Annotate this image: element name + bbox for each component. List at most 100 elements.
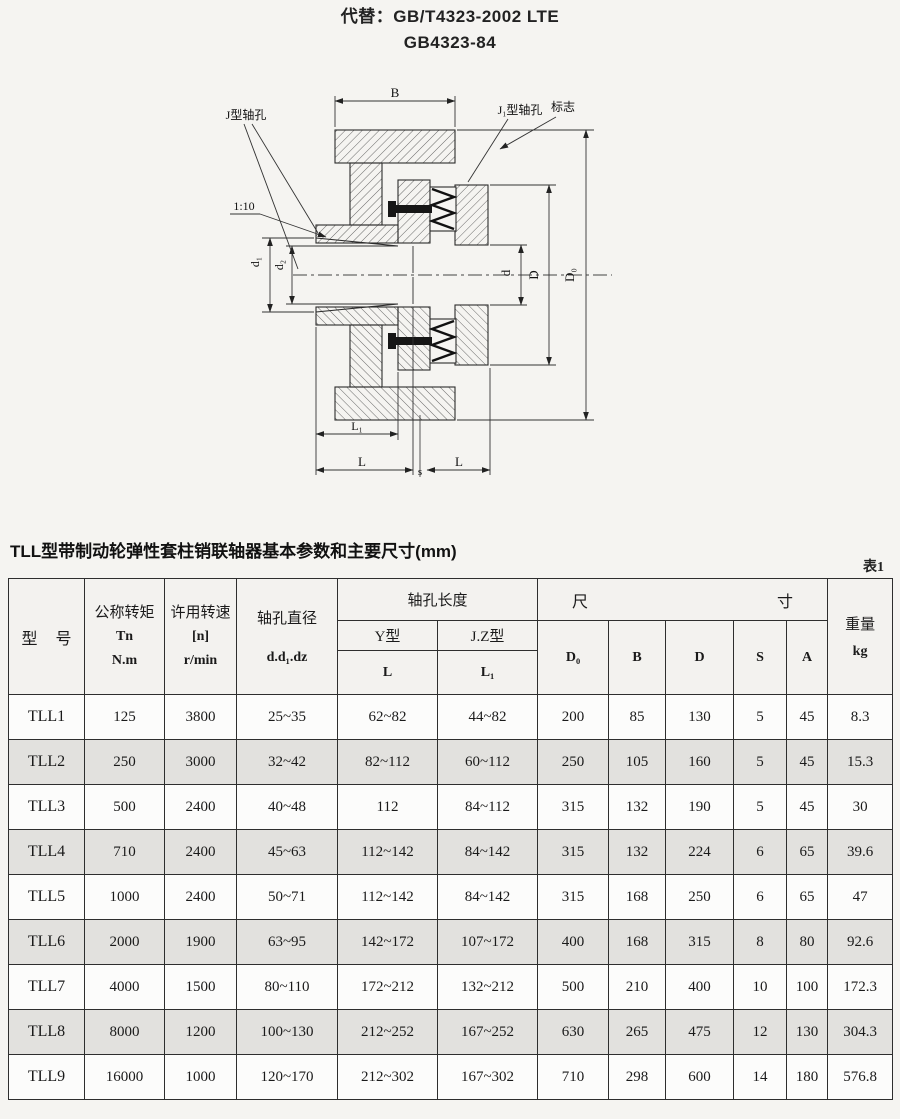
cell-D0: 315 <box>537 784 610 830</box>
speed-symbol: [n] <box>191 628 210 644</box>
cell-tn: 1000 <box>84 874 165 920</box>
replacement-line-2: GB4323-84 <box>403 33 497 52</box>
cell-d: 50~71 <box>236 874 338 920</box>
table-number: 表1 <box>863 560 884 575</box>
cell-D: 160 <box>665 739 735 785</box>
cell-L: 112~142 <box>337 874 438 920</box>
dim-D: D <box>490 184 556 366</box>
cell-tn: 500 <box>84 784 165 830</box>
col-header-L1: L₁ <box>436 650 539 695</box>
cell-S: 12 <box>733 1009 788 1055</box>
cell-d: 63~95 <box>236 919 338 965</box>
model-header-label: 型 号 <box>21 630 72 648</box>
cell-D: 400 <box>665 964 735 1010</box>
cell-model: TLL7 <box>8 964 85 1010</box>
leader-j1-bore: J₁型轴孔 <box>467 102 542 183</box>
cell-L: 142~172 <box>337 919 438 965</box>
spec-table: 型 号 公称转矩 Tn N.m 许用转速 [n] r/min 轴孔直径 d.d₁… <box>8 578 894 1100</box>
cell-kg: 576.8 <box>827 1054 894 1100</box>
cell-B: 132 <box>608 784 667 830</box>
cell-D: 224 <box>665 829 735 875</box>
cell-B: 105 <box>608 739 667 785</box>
cell-A: 130 <box>786 1009 829 1055</box>
cell-n: 1200 <box>164 1009 237 1055</box>
cell-A: 45 <box>786 694 829 740</box>
col-header-torque: 公称转矩 Tn N.m <box>84 578 165 695</box>
torque-unit: N.m <box>111 652 138 668</box>
cell-L: 112 <box>337 784 438 830</box>
cell-D0: 630 <box>537 1009 610 1055</box>
col-header-bore-length: 轴孔长度 <box>336 578 539 621</box>
cell-tn: 125 <box>84 694 165 740</box>
cell-d: 100~130 <box>236 1009 338 1055</box>
cell-A: 65 <box>786 874 829 920</box>
cell-A: 65 <box>786 829 829 875</box>
cell-kg: 92.6 <box>827 919 894 965</box>
cell-n: 3800 <box>164 694 237 740</box>
cell-B: 85 <box>608 694 667 740</box>
cell-D: 475 <box>665 1009 735 1055</box>
col-header-L: L <box>337 650 438 695</box>
cell-S: 6 <box>733 874 788 920</box>
cell-D: 600 <box>665 1054 735 1100</box>
col-header-dimensions: 尺 寸 <box>537 578 829 621</box>
cell-S: 5 <box>733 784 788 830</box>
cell-tn: 16000 <box>84 1054 165 1100</box>
cell-D: 250 <box>665 874 735 920</box>
cell-S: 10 <box>733 964 788 1010</box>
part-geometry <box>314 129 490 422</box>
label-taper: 1:10 <box>233 199 254 213</box>
cell-A: 45 <box>786 739 829 785</box>
cell-D0: 315 <box>537 829 610 875</box>
cell-kg: 30 <box>827 784 894 830</box>
label-d2: d₂ <box>272 260 286 270</box>
cell-L1: 167~252 <box>436 1009 539 1055</box>
cell-L: 172~212 <box>337 964 438 1010</box>
cell-n: 1900 <box>164 919 237 965</box>
cell-L: 212~302 <box>337 1054 438 1100</box>
cell-tn: 4000 <box>84 964 165 1010</box>
col-header-D0: D₀ <box>537 620 610 695</box>
weight-unit: kg <box>852 644 868 659</box>
cell-S: 6 <box>733 829 788 875</box>
leader-j-bore: J型轴孔 <box>226 107 319 270</box>
cell-D0: 400 <box>537 919 610 965</box>
header-row-1: 型 号 公称转矩 Tn N.m 许用转速 [n] r/min 轴孔直径 d.d₁… <box>8 578 894 695</box>
cell-model: TLL9 <box>8 1054 85 1100</box>
label-L-left: L <box>358 454 366 469</box>
dim-D0: D₀ <box>457 129 594 421</box>
cell-d: 120~170 <box>236 1054 338 1100</box>
label-j-bore: J型轴孔 <box>226 107 267 122</box>
cell-d: 32~42 <box>236 739 338 785</box>
dimensions-header-label: 尺 寸 <box>572 593 794 611</box>
cell-L1: 167~302 <box>436 1054 539 1100</box>
replacement-line-1: 代替：GB/T4323-2002 LTE <box>340 7 560 26</box>
cell-n: 1500 <box>164 964 237 1010</box>
dim-d2: d₂ <box>272 245 398 305</box>
dim-B: B <box>334 85 456 127</box>
cell-L1: 60~112 <box>436 739 539 785</box>
cell-L1: 107~172 <box>436 919 539 965</box>
cell-B: 210 <box>608 964 667 1010</box>
cell-model: TLL5 <box>8 874 85 920</box>
label-d1: d₁ <box>248 257 262 267</box>
col-header-y-type: Y型 <box>337 620 438 651</box>
weight-title: 重量 <box>845 617 876 633</box>
label-D: D <box>526 270 541 279</box>
cell-d: 40~48 <box>236 784 338 830</box>
label-s: s <box>418 466 422 478</box>
cell-L1: 84~112 <box>436 784 539 830</box>
cell-tn: 2000 <box>84 919 165 965</box>
dim-L-left: L <box>315 307 414 475</box>
col-header-speed: 许用转速 [n] r/min <box>164 578 237 695</box>
label-D0: D₀ <box>562 268 577 282</box>
cell-B: 298 <box>608 1054 667 1100</box>
cell-kg: 47 <box>827 874 894 920</box>
cell-d: 25~35 <box>236 694 338 740</box>
cell-L1: 132~212 <box>436 964 539 1010</box>
